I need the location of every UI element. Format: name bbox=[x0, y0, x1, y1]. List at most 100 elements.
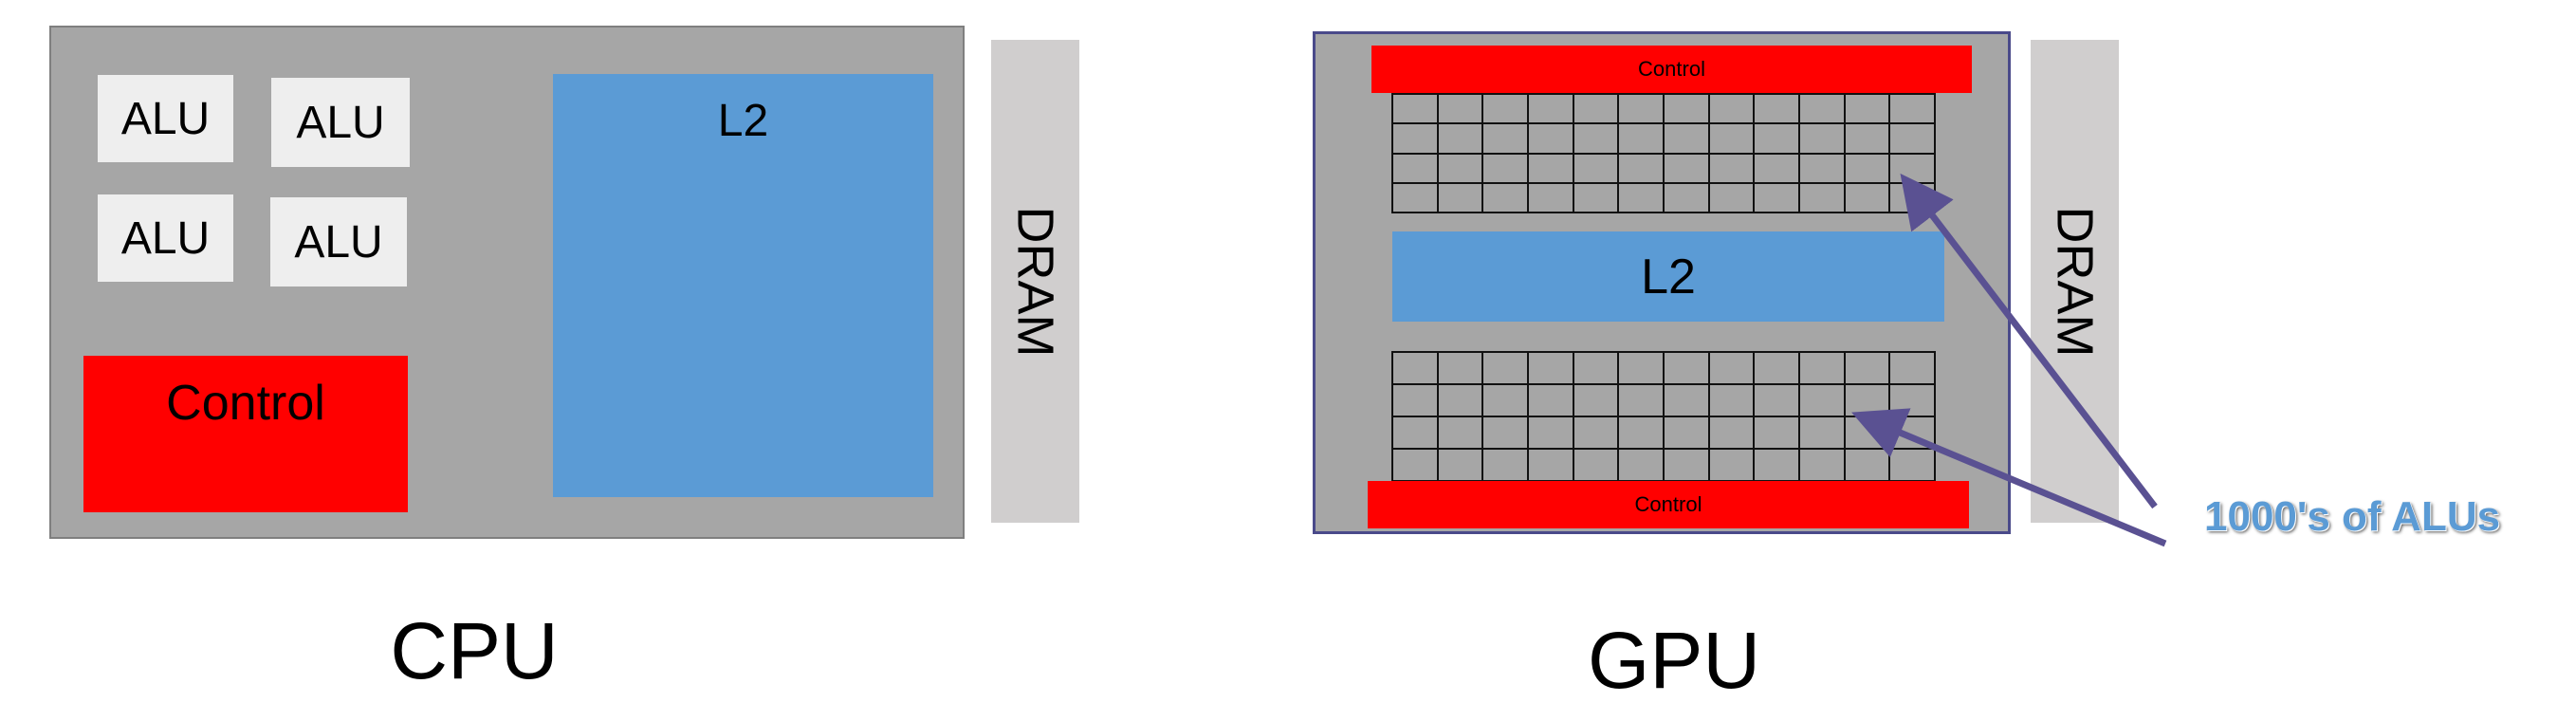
gpu-alu-cell bbox=[1438, 95, 1482, 123]
gpu-alu-cell bbox=[1845, 450, 1889, 480]
gpu-alu-cell bbox=[1573, 95, 1618, 123]
gpu-alu-cell bbox=[1619, 385, 1663, 416]
gpu-alu-cell bbox=[1529, 417, 1573, 448]
gpu-alu-cell bbox=[1800, 154, 1844, 182]
gpu-alu-cell bbox=[1573, 385, 1618, 416]
gpu-alu-cell bbox=[1483, 154, 1527, 182]
gpu-alu-cell bbox=[1438, 417, 1482, 448]
gpu-dram: DRAM bbox=[2031, 40, 2119, 523]
gpu-alu-cell bbox=[1755, 385, 1798, 416]
gpu-alu-cell bbox=[1709, 183, 1754, 212]
gpu-alu-cell bbox=[1393, 95, 1437, 123]
gpu-control-bottom: Control bbox=[1368, 481, 1969, 528]
gpu-alu-cell bbox=[1890, 154, 1934, 182]
gpu-alu-cell bbox=[1438, 353, 1482, 383]
gpu-alu-cell bbox=[1619, 353, 1663, 383]
gpu-alu-cell bbox=[1665, 124, 1708, 153]
gpu-alu-cell bbox=[1619, 154, 1663, 182]
gpu-alu-cell bbox=[1573, 124, 1618, 153]
gpu-alu-cell bbox=[1529, 154, 1573, 182]
gpu-alu-cell bbox=[1755, 417, 1798, 448]
gpu-l2-cache: L2 bbox=[1392, 231, 1944, 322]
gpu-alu-cell bbox=[1573, 417, 1618, 448]
gpu-alu-cell bbox=[1483, 417, 1527, 448]
gpu-alu-cell bbox=[1665, 154, 1708, 182]
gpu-alu-cell bbox=[1755, 124, 1798, 153]
gpu-alu-grid-bottom bbox=[1391, 351, 1936, 482]
gpu-alu-cell bbox=[1393, 154, 1437, 182]
gpu-alu-cell bbox=[1483, 95, 1527, 123]
gpu-alu-cell bbox=[1483, 124, 1527, 153]
gpu-alu-cell bbox=[1438, 124, 1482, 153]
gpu-alu-cell bbox=[1755, 95, 1798, 123]
gpu-alu-cell bbox=[1393, 385, 1437, 416]
gpu-alu-cell bbox=[1483, 385, 1527, 416]
gpu-alu-cell bbox=[1845, 417, 1889, 448]
gpu-alu-cell bbox=[1755, 450, 1798, 480]
gpu-alu-cell bbox=[1845, 385, 1889, 416]
cpu-alu-4: ALU bbox=[270, 197, 407, 287]
gpu-alu-cell bbox=[1619, 183, 1663, 212]
gpu-alu-cell bbox=[1845, 183, 1889, 212]
gpu-alu-cell bbox=[1709, 124, 1754, 153]
gpu-alu-cell bbox=[1755, 353, 1798, 383]
gpu-alu-cell bbox=[1529, 183, 1573, 212]
cpu-dram: DRAM bbox=[991, 40, 1079, 523]
gpu-alu-cell bbox=[1709, 417, 1754, 448]
gpu-alu-cell bbox=[1755, 154, 1798, 182]
gpu-caption: GPU bbox=[1587, 616, 1761, 705]
gpu-alu-cell bbox=[1709, 95, 1754, 123]
cpu-alu-1: ALU bbox=[98, 75, 233, 162]
gpu-alu-cell bbox=[1709, 385, 1754, 416]
gpu-alu-cell bbox=[1665, 450, 1708, 480]
gpu-alu-cell bbox=[1438, 450, 1482, 480]
cpu-control-unit: Control bbox=[83, 356, 408, 512]
gpu-alu-cell bbox=[1755, 183, 1798, 212]
gpu-alu-cell bbox=[1529, 450, 1573, 480]
gpu-alu-cell bbox=[1619, 450, 1663, 480]
gpu-alu-cell bbox=[1890, 95, 1934, 123]
gpu-alu-cell bbox=[1800, 183, 1844, 212]
gpu-alu-cell bbox=[1800, 385, 1844, 416]
cpu-alu-2: ALU bbox=[271, 78, 410, 167]
gpu-alu-cell bbox=[1709, 450, 1754, 480]
gpu-alu-cell bbox=[1800, 353, 1844, 383]
gpu-alu-cell bbox=[1890, 353, 1934, 383]
gpu-alu-cell bbox=[1393, 450, 1437, 480]
gpu-alu-cell bbox=[1438, 183, 1482, 212]
gpu-alu-cell bbox=[1529, 95, 1573, 123]
gpu-alu-cell bbox=[1573, 353, 1618, 383]
gpu-alu-cell bbox=[1800, 417, 1844, 448]
gpu-alu-cell bbox=[1800, 124, 1844, 153]
gpu-alu-cell bbox=[1890, 417, 1934, 448]
gpu-alu-cell bbox=[1800, 450, 1844, 480]
gpu-alu-cell bbox=[1438, 154, 1482, 182]
gpu-alu-cell bbox=[1665, 385, 1708, 416]
gpu-alu-cell bbox=[1573, 154, 1618, 182]
gpu-alu-cell bbox=[1890, 450, 1934, 480]
gpu-alu-cell bbox=[1483, 353, 1527, 383]
gpu-alu-cell bbox=[1483, 183, 1527, 212]
gpu-alu-cell bbox=[1573, 183, 1618, 212]
gpu-alu-cell bbox=[1573, 450, 1618, 480]
gpu-alu-cell bbox=[1393, 353, 1437, 383]
gpu-alu-cell bbox=[1619, 95, 1663, 123]
gpu-alu-cell bbox=[1619, 124, 1663, 153]
callout-text: 1000's of ALUs bbox=[2204, 493, 2501, 540]
gpu-alu-cell bbox=[1529, 385, 1573, 416]
gpu-alu-cell bbox=[1665, 95, 1708, 123]
gpu-alu-cell bbox=[1890, 385, 1934, 416]
gpu-alu-cell bbox=[1709, 353, 1754, 383]
gpu-alu-cell bbox=[1665, 353, 1708, 383]
cpu-alu-3: ALU bbox=[98, 194, 233, 282]
gpu-alu-cell bbox=[1393, 124, 1437, 153]
gpu-alu-cell bbox=[1529, 124, 1573, 153]
gpu-alu-cell bbox=[1393, 417, 1437, 448]
gpu-alu-cell bbox=[1845, 353, 1889, 383]
gpu-alu-cell bbox=[1529, 353, 1573, 383]
gpu-alu-cell bbox=[1483, 450, 1527, 480]
gpu-alu-cell bbox=[1665, 183, 1708, 212]
cpu-caption: CPU bbox=[390, 606, 559, 695]
gpu-alu-cell bbox=[1845, 124, 1889, 153]
gpu-alu-cell bbox=[1393, 183, 1437, 212]
